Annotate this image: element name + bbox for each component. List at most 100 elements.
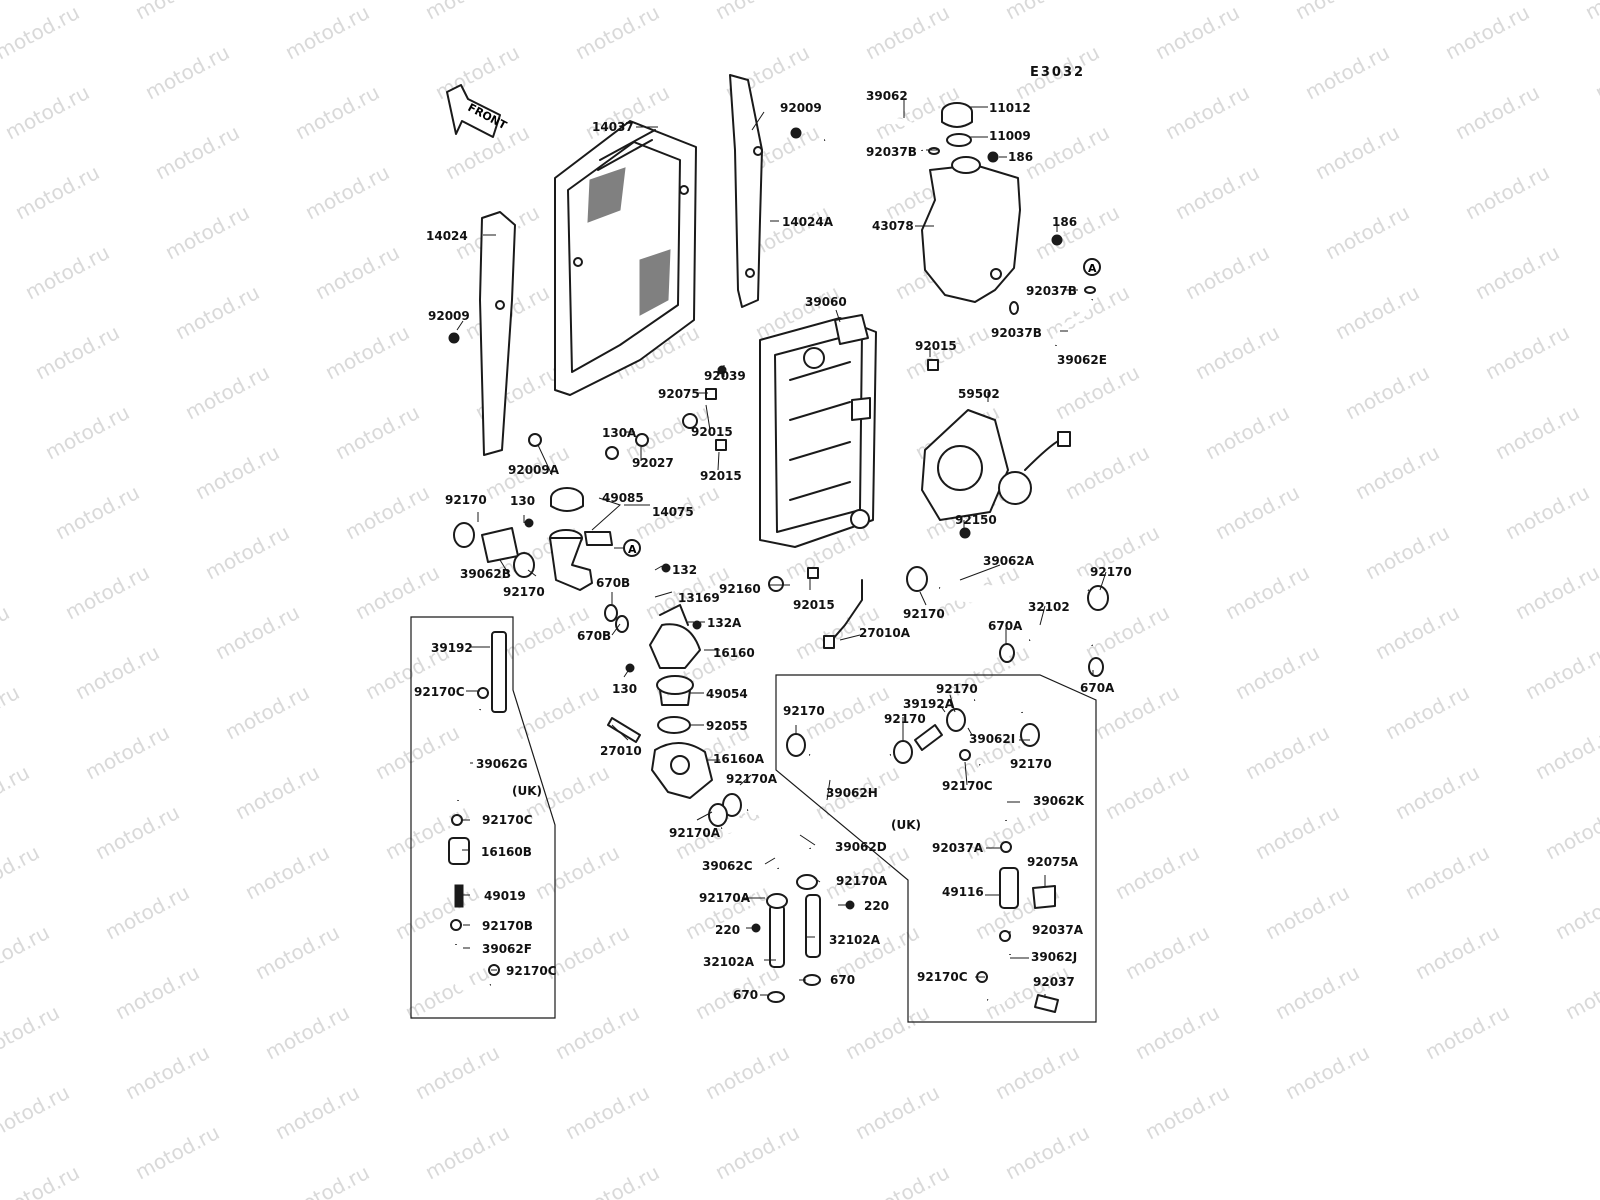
watermark-text: motod.ru [1501, 480, 1593, 544]
watermark-text: motod.ru [1261, 880, 1353, 944]
watermark-text: motod.ru [241, 840, 333, 904]
watermark-text: motod.ru [0, 1000, 63, 1064]
hose-39062 [824, 118, 925, 151]
watermark-text: motod.ru [711, 0, 803, 24]
label-39062j: 39062J [1031, 950, 1077, 964]
label-92170-r3: 92170 [884, 712, 926, 726]
watermark-text: motod.ru [201, 520, 293, 584]
label-92037a-2: 92037A [1032, 923, 1084, 937]
label-39062b: 39062B [460, 567, 511, 581]
watermark-text: motod.ru [1361, 520, 1453, 584]
watermark-text: motod.ru [1251, 800, 1343, 864]
watermark-text: motod.ru [1281, 1040, 1373, 1104]
watermark-text: motod.ru [1201, 400, 1293, 464]
label-92037b-mid: 92037B [1026, 284, 1077, 298]
watermark-text: motod.ru [1, 80, 93, 144]
label-39192a: 39192A [903, 697, 955, 711]
watermark-text: motod.ru [171, 280, 263, 344]
label-92009-left: 92009 [428, 309, 470, 323]
watermark-text: motod.ru [411, 1040, 503, 1104]
watermark-text: motod.ru [31, 320, 123, 384]
watermark-text: motod.ru [1101, 760, 1193, 824]
watermark-text: motod.ru [141, 40, 233, 104]
watermark-text: motod.ru [1271, 960, 1363, 1024]
callout-a-1: A [623, 539, 641, 557]
watermark-text: motod.ru [1001, 1120, 1093, 1184]
watermark-text: motod.ru [1421, 1000, 1513, 1064]
label-92170c-r: 92170C [942, 779, 993, 793]
watermark-text: motod.ru [1521, 640, 1600, 704]
watermark-text: motod.ru [1301, 40, 1393, 104]
watermark-text: motod.ru [301, 160, 393, 224]
label-92170b: 92170B [482, 919, 533, 933]
leader-lines [456, 100, 1107, 998]
label-39062i: 39062I [969, 732, 1015, 746]
watermark-text: motod.ru [211, 600, 303, 664]
label-92170-3: 92170 [903, 607, 945, 621]
watermark-text: motod.ru [1051, 360, 1143, 424]
watermark-text: motod.ru [1191, 320, 1283, 384]
label-32102a-1: 32102A [829, 933, 881, 947]
hose-39062i [973, 683, 1028, 713]
label-92015-c: 92015 [793, 598, 835, 612]
watermark-text: motod.ru [0, 0, 83, 64]
o-ring-92055 [657, 716, 691, 734]
label-14024: 14024 [426, 229, 468, 243]
joint-39192a [914, 724, 943, 751]
watermark-text: motod.ru [561, 1080, 653, 1144]
label-39062g: 39062G [476, 757, 528, 771]
label-92170a-4: 92170A [699, 891, 751, 905]
label-92170c-r2: 92170C [917, 970, 968, 984]
watermark-text: motod.ru [121, 1040, 213, 1104]
watermark-text: motod.ru [0, 840, 43, 904]
label-92009-top: 92009 [780, 101, 822, 115]
pipe-32102 [1026, 622, 1099, 649]
filler-neck-14075 [549, 529, 613, 591]
watermark-text: motod.ru [1141, 1080, 1233, 1144]
watermark-text: motod.ru [1461, 160, 1553, 224]
label-uk-right: (UK) [891, 818, 921, 832]
hose-39062g [454, 708, 484, 801]
label-92027: 92027 [632, 456, 674, 470]
watermark-text: motod.ru [1551, 880, 1600, 944]
hose-39062j [986, 954, 1014, 1006]
label-92015-b: 92015 [700, 469, 742, 483]
watermark-text: motod.ru [1181, 240, 1273, 304]
watermark-text: motod.ru [391, 880, 483, 944]
label-92009a: 92009A [508, 463, 560, 477]
label-uk-left: (UK) [512, 784, 542, 798]
cap-seal-11009 [946, 133, 972, 147]
label-92055: 92055 [706, 719, 748, 733]
label-14075: 14075 [652, 505, 694, 519]
filler-cap-49085 [550, 487, 584, 512]
side-cover-14024a [729, 74, 763, 308]
label-92039: 92039 [704, 369, 746, 383]
watermark-text: motod.ru [41, 400, 133, 464]
label-39062d: 39062D [835, 840, 887, 854]
hose-39062f [452, 944, 492, 993]
watermark-text: motod.ru [11, 160, 103, 224]
thermostat-housing-16160 [649, 604, 701, 669]
label-220-2: 220 [715, 923, 740, 937]
watermark-text: motod.ru [71, 640, 163, 704]
watermark-text: motod.ru [551, 1000, 643, 1064]
label-130-top: 130 [510, 494, 535, 508]
label-43078: 43078 [872, 219, 914, 233]
label-13169: 13169 [678, 591, 720, 605]
label-92170-1: 92170 [445, 493, 487, 507]
watermark-text: motod.ru [571, 1160, 663, 1200]
watermark-text: motod.ru [1211, 480, 1303, 544]
watermark-text: motod.ru [711, 1120, 803, 1184]
watermark-text: motod.ru [1291, 0, 1383, 24]
watermark-text: motod.ru [511, 680, 603, 744]
watermark-text: motod.ru [251, 920, 343, 984]
watermark-text: motod.ru [371, 720, 463, 784]
watermark-text: motod.ru [191, 440, 283, 504]
label-92075: 92075 [658, 387, 700, 401]
hose-39062c [719, 818, 785, 871]
svg-text:A: A [628, 543, 637, 556]
watermark-text: motod.ru [0, 1160, 83, 1200]
label-92170a-2: 92170A [669, 826, 721, 840]
watermark-text: motod.ru [91, 800, 183, 864]
watermark-text: motod.ru [131, 0, 223, 24]
